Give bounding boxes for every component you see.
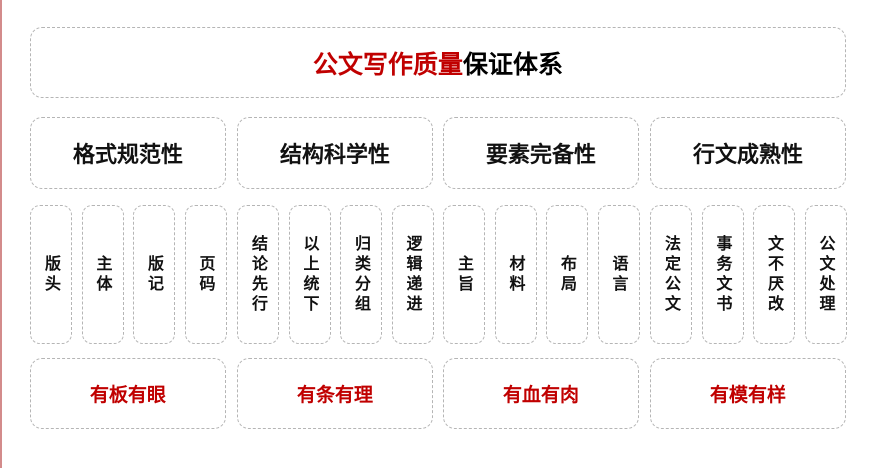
summary-box: 有模有样 bbox=[650, 358, 846, 429]
item-box: 事务文书 bbox=[701, 205, 744, 344]
item-box: 版记 bbox=[133, 205, 175, 344]
item-box: 文不厌改 bbox=[753, 205, 795, 344]
item-box: 公文处理 bbox=[804, 205, 847, 344]
item-box: 主体 bbox=[81, 205, 124, 344]
item-box: 布局 bbox=[546, 205, 588, 344]
category-box: 结构科学性 bbox=[237, 117, 433, 189]
item-box: 归类分组 bbox=[340, 205, 382, 344]
item-box: 页码 bbox=[184, 205, 227, 344]
category-box: 要素完备性 bbox=[443, 117, 639, 189]
summary-box: 有板有眼 bbox=[30, 358, 226, 429]
category-box: 行文成熟性 bbox=[650, 117, 846, 189]
category-box: 格式规范性 bbox=[30, 117, 226, 189]
item-box: 主旨 bbox=[443, 205, 485, 344]
item-box: 以上统下 bbox=[288, 205, 331, 344]
item-box: 材料 bbox=[494, 205, 537, 344]
summary-box: 有血有肉 bbox=[443, 358, 639, 429]
title-highlight: 公文写作质量 bbox=[312, 49, 463, 79]
left-edge-line bbox=[0, 0, 2, 468]
diagram-title: 公文写作质量保证体系 bbox=[30, 27, 846, 98]
title-rest: 保证体系 bbox=[463, 49, 564, 79]
item-box: 语言 bbox=[597, 205, 640, 344]
item-box: 版头 bbox=[30, 205, 72, 344]
item-box: 逻辑递进 bbox=[391, 205, 434, 344]
item-box: 结论先行 bbox=[237, 205, 279, 344]
item-box: 法定公文 bbox=[650, 205, 692, 344]
summary-box: 有条有理 bbox=[237, 358, 433, 429]
